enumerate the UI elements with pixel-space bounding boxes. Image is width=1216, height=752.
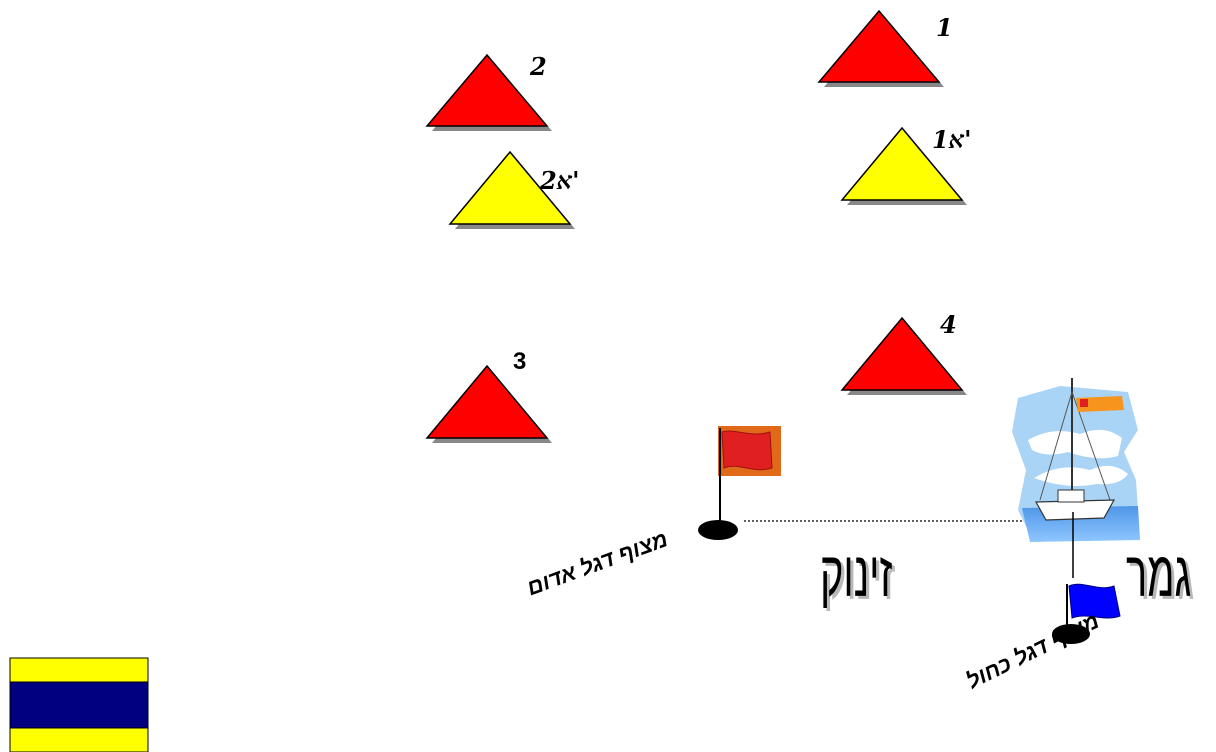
red-flag-buoy xyxy=(698,426,781,540)
finish-label: גמר xyxy=(1126,538,1192,610)
mark-1-red-triangle xyxy=(817,9,944,87)
mark-1a-label: 1א' xyxy=(932,125,972,154)
mark-3-red-triangle xyxy=(425,364,552,443)
mark-1-label: 1 xyxy=(936,13,953,42)
mark-1a-yellow-triangle xyxy=(840,126,967,205)
mark-3-label: 3 xyxy=(513,348,527,375)
mark-2-label: 2 xyxy=(530,52,547,81)
signal-flag-yellow-blue-yellow xyxy=(9,657,149,752)
mark-2a-yellow-triangle xyxy=(448,150,575,229)
mark-2a-label: 2א' xyxy=(540,166,580,195)
mark-4-red-triangle xyxy=(840,316,967,395)
blue-flag-buoy xyxy=(1052,512,1121,644)
committee-boat-clipart xyxy=(1012,378,1140,542)
mark-4-label: 4 xyxy=(940,310,957,339)
start-label: זינוק xyxy=(820,538,893,610)
mark-2-red-triangle xyxy=(425,53,552,131)
